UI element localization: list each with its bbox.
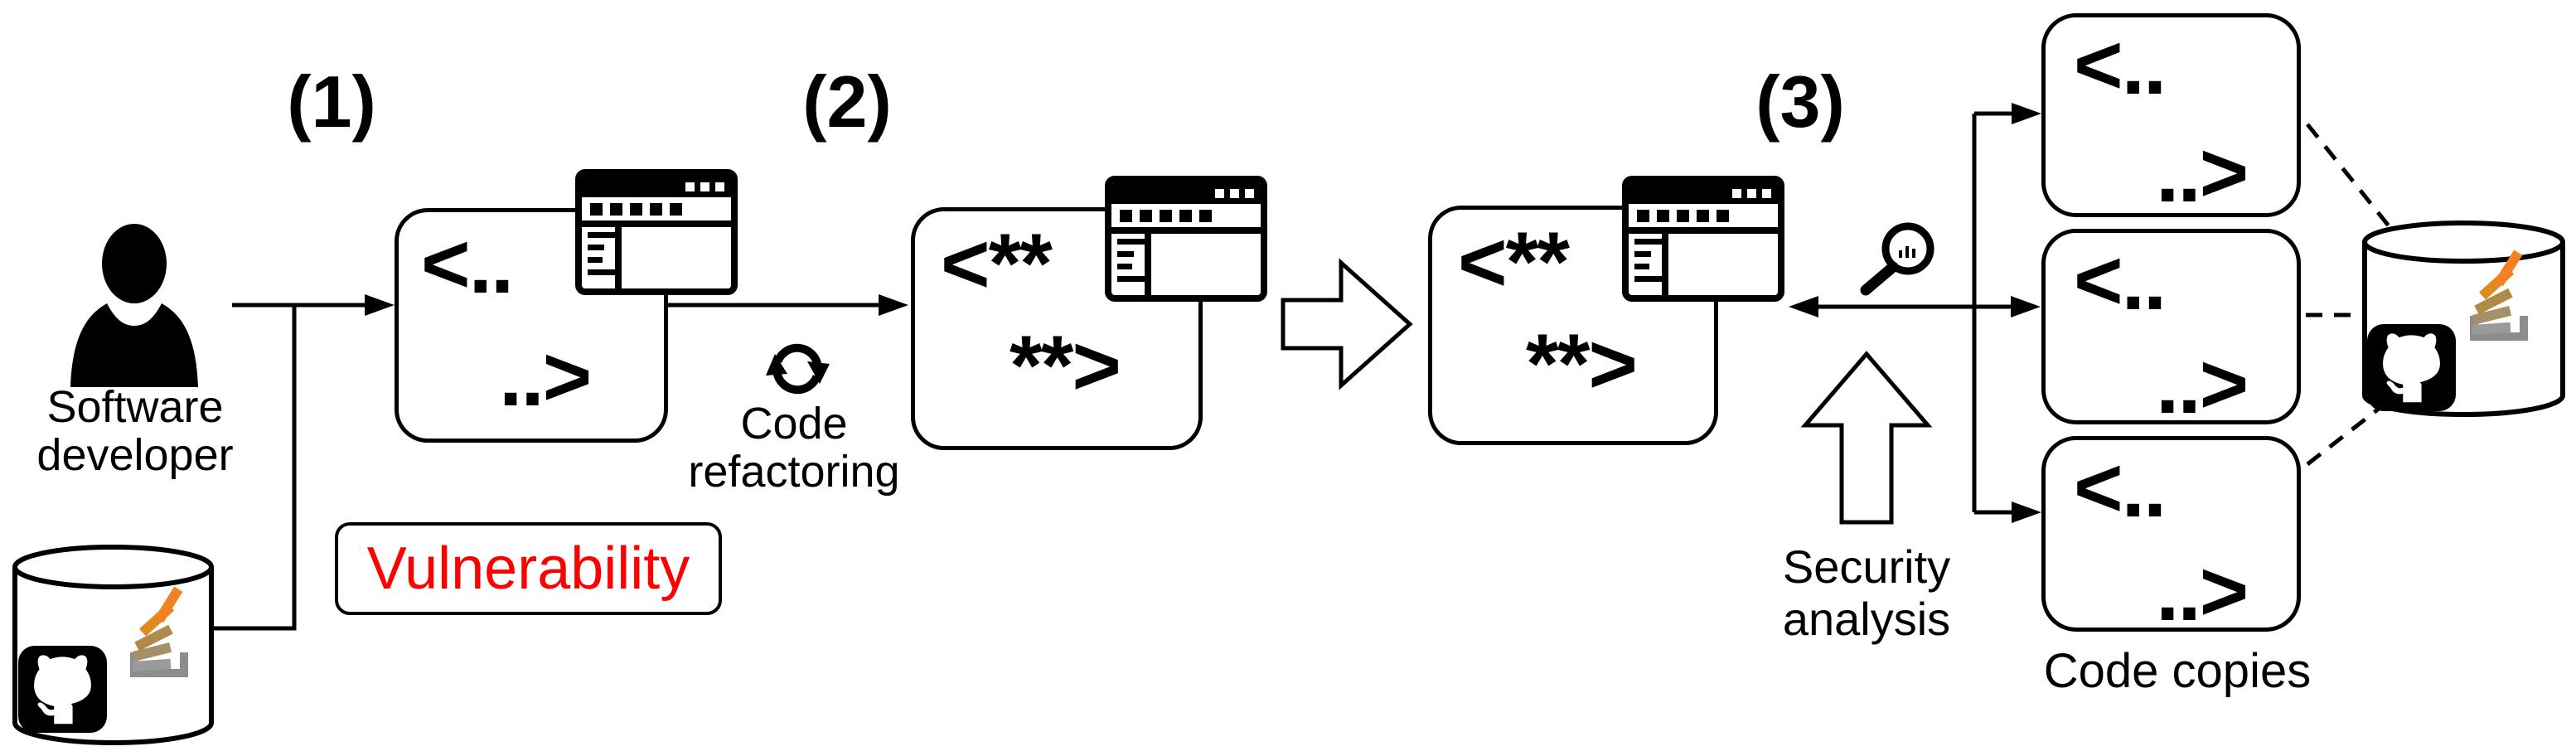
person-icon [70,224,198,387]
browser-titlebar [582,176,731,197]
developer-label-line2: developer [36,430,234,480]
code-close-tag: ..> [2156,544,2249,638]
step-2-label: (2) [802,61,892,143]
code-open-tag: <.. [421,216,514,311]
big-right-arrow [1281,258,1413,390]
step-1-label: (1) [287,61,376,143]
code-open-tag: <** [941,216,1053,311]
browser-window-icon [1105,176,1267,302]
code-open-tag: <.. [2074,233,2167,327]
code-copy-box-1: <.. ..> [2041,13,2301,217]
browser-window-icon [1622,176,1784,302]
code-close-tag: ..> [499,329,592,424]
code-copy-box-2: <.. ..> [2041,229,2301,431]
code-close-tag: ..> [2156,125,2249,220]
browser-sidebar [1111,234,1151,295]
browser-content [1668,234,1778,295]
code-refactoring-line1: Code [740,399,848,448]
browser-menubar [1111,204,1261,234]
code-refactoring-label: Code refactoring [645,400,943,496]
flow-connectors [214,111,2012,631]
github-icon [18,646,107,733]
code-close-tag: **> [1010,318,1121,413]
arrowheads [365,103,2041,523]
refresh-icon [766,343,830,395]
browser-sidebar [1629,234,1668,295]
browser-titlebar [1629,182,1778,204]
magnifier-icon [1860,222,1934,296]
developer-label: Software developer [11,383,259,479]
github-icon [2367,324,2456,411]
code-refactoring-line2: refactoring [688,447,900,497]
vulnerability-box: Vulnerability [335,522,722,615]
code-open-tag: <.. [2074,440,2167,535]
security-analysis-up-arrow [1800,351,1933,525]
developer-label-line1: Software [46,382,224,432]
code-copies-caption: Code copies [2043,644,2312,698]
code-open-tag: <.. [2074,17,2167,112]
code-copy-box-3: <.. ..> [2041,436,2301,638]
browser-menubar [582,197,731,227]
browser-window-icon [575,169,738,295]
security-analysis-line1: Security [1782,540,1951,593]
vulnerability-label: Vulnerability [366,536,690,602]
security-analysis-line2: analysis [1782,593,1951,645]
browser-sidebar [582,227,622,288]
browser-menubar [1629,204,1778,234]
dashed-links [2306,123,2410,466]
browser-content [1151,234,1261,295]
code-close-tag: ..> [2156,337,2249,431]
code-open-tag: <** [1458,215,1570,309]
step-3-label: (3) [1755,61,1845,143]
security-analysis-label: Security analysis [1717,540,2016,645]
browser-content [622,227,731,288]
code-close-tag: **> [1526,317,1638,411]
browser-titlebar [1111,182,1261,204]
